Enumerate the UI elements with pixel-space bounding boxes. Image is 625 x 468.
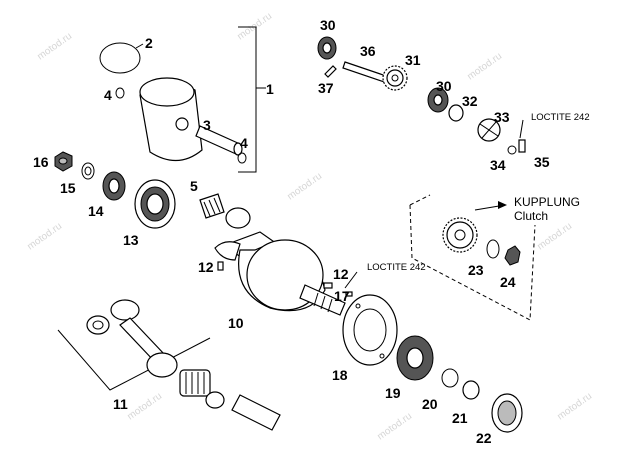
key-17 [345,291,353,297]
clutch-dashed-boundary [409,204,536,321]
label-31: 31 [405,52,421,68]
screw-35 [518,139,526,153]
kupplung-label: KUPPLUNG [514,195,580,209]
pin-37 [324,65,337,78]
clutch-arrow-head [498,201,507,209]
label-12-right: 12 [333,266,349,282]
watermark: motod.ru [535,221,574,253]
label-13: 13 [123,232,139,248]
seal-22 [491,393,523,433]
piston-pin [195,125,243,156]
label-30-top: 30 [320,17,336,33]
circlip-lower [237,152,247,164]
label-18: 18 [332,367,348,383]
washer-34 [507,145,517,155]
ring-20 [441,368,459,388]
bearing-plate-18 [342,294,398,366]
bearing-19 [396,335,434,381]
label-35: 35 [534,154,550,170]
label-33: 33 [494,109,510,125]
impeller-33 [477,118,501,142]
label-21: 21 [452,410,468,426]
needle-bearing-5 [199,193,225,219]
washer-15 [81,162,95,180]
label-11: 11 [113,396,128,412]
piston-ring [99,42,141,74]
gear-31 [382,65,408,91]
crankshaft [214,207,346,316]
label-19: 19 [385,385,401,401]
watermark: motod.ru [375,411,414,443]
label-4-lower: 4 [240,135,248,151]
main-bearing-13 [134,179,176,229]
watermark: motod.ru [25,221,64,253]
watermark-layer: motod.ru motod.ru motod.ru motod.ru moto… [25,11,594,443]
clutch-label: Clutch [514,209,548,223]
label-3: 3 [203,117,211,133]
seal-32 [448,104,464,122]
label-10: 10 [228,315,244,331]
ring-21 [462,380,480,400]
label-36: 36 [360,43,376,59]
circlip-top [115,87,125,99]
loctite-note-top: LOCTITE 242 [531,112,590,123]
bearing-30-mid [427,87,449,113]
watermark: motod.ru [555,391,594,423]
label-37: 37 [318,80,334,96]
gear-23 [442,217,478,253]
nut-24 [504,245,521,266]
loctite-note-mid: LOCTITE 242 [367,262,426,273]
watermark: motod.ru [285,171,324,203]
bearing-30-top [317,36,337,60]
label-16: 16 [33,154,49,170]
clutch-dashed-guide [409,194,431,206]
washer-23 [486,239,500,259]
label-30-mid: 30 [436,78,452,94]
label-15: 15 [60,180,76,196]
label-12-left: 12 [198,259,214,275]
big-end-bearing [179,369,211,397]
key-12-left [217,261,224,271]
label-17: 17 [334,288,350,304]
key-12-right [323,282,333,289]
crank-pin [231,394,281,431]
conrod-set-bracket [57,329,211,391]
connecting-rod [86,299,178,378]
label-1: 1 [266,81,274,97]
label-20: 20 [422,396,438,412]
label-34: 34 [490,157,506,173]
label-32: 32 [462,93,478,109]
label-4-top: 4 [104,87,112,103]
watermark: motod.ru [125,391,164,423]
label-24: 24 [500,274,516,290]
label-23: 23 [468,262,484,278]
watermark: motod.ru [465,51,504,83]
label-5: 5 [190,178,198,194]
crank-nut [54,151,73,172]
label-22: 22 [476,430,492,446]
label-14: 14 [88,203,104,219]
piston-assembly-bracket [238,26,266,173]
label-2: 2 [145,35,153,51]
thrust-washer [205,391,225,409]
watermark: motod.ru [35,31,74,63]
bearing-14 [102,171,126,201]
piston [139,77,203,162]
